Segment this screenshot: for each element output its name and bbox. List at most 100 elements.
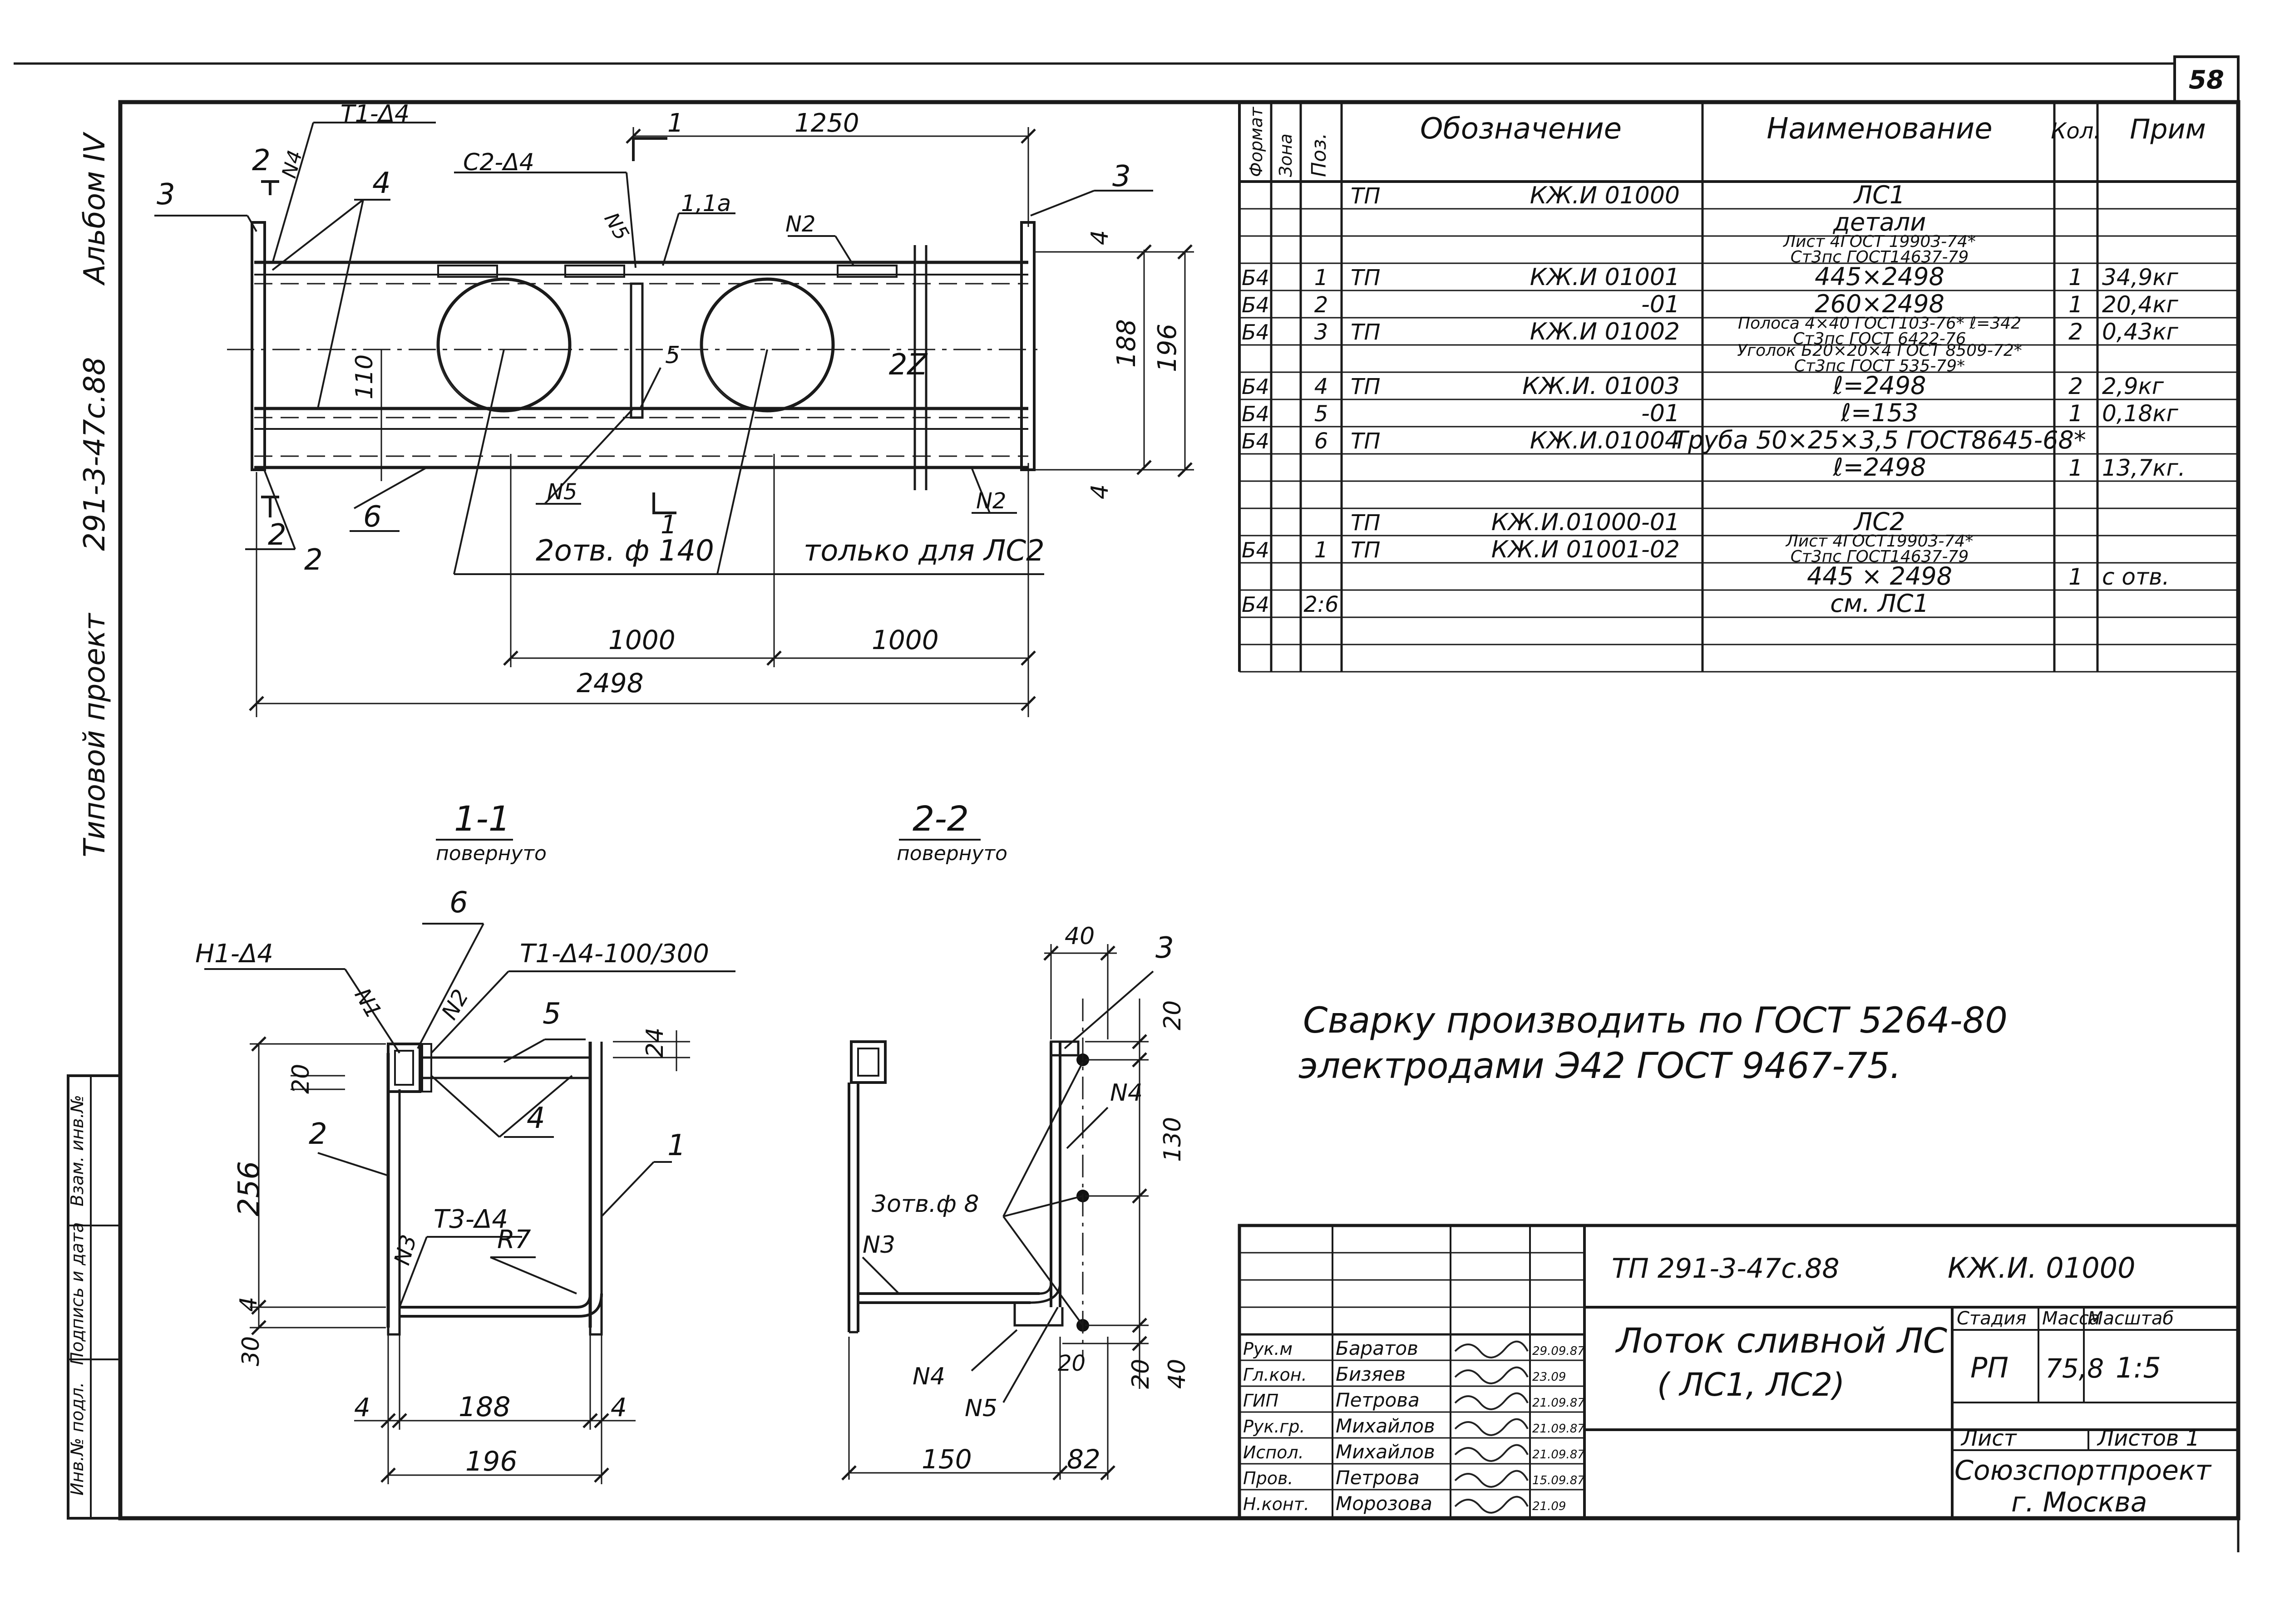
side-project-type: Типовой проект (78, 613, 112, 857)
spec-row-format: Б4 (1242, 429, 1269, 453)
spec-row-code: КЖ.И.01004 (1530, 427, 1680, 454)
spec-row-code: КЖ.И.01000-01 (1491, 509, 1680, 536)
s11-dim-4-right: 4 (611, 1393, 627, 1422)
plan-section-2-bottom: 2 (268, 518, 286, 552)
spec-row-code: КЖ.И. 01003 (1522, 373, 1680, 400)
spec-header-name: Наименование (1767, 112, 1992, 146)
album-label: Альбом IV (78, 132, 112, 286)
spec-row-name: ℓ=153 (1841, 399, 1919, 427)
spec-row-name-sub: Ст3пс ГОСТ 535-79* (1794, 357, 1965, 375)
welding-note-line2: электродами Э42 ГОСТ 9467-75. (1298, 1046, 1901, 1087)
plan-label-c2-d4: С2-Δ4 (463, 149, 534, 176)
plan-pos-6: 6 (363, 500, 382, 534)
spec-row-name: ℓ=2498 (1833, 453, 1926, 482)
signature-name: Михайлов (1336, 1441, 1435, 1463)
spec-row-name: ЛС2 (1853, 507, 1905, 536)
tb-scale-label: Масштаб (2087, 1308, 2174, 1329)
spec-row-name: Полоса 4×40 ГОСТ103-76* ℓ=342 (1738, 314, 2021, 333)
spec-row-name: см. ЛС1 (1830, 589, 1929, 618)
signature-name: Михайлов (1336, 1415, 1435, 1437)
spec-row-name: Уголок Б20×20×4 ГОСТ 8509-72* (1737, 341, 2022, 360)
signature-role: Рук.м (1243, 1339, 1293, 1359)
spec-row-format: Б4 (1242, 293, 1269, 317)
spec-row-code: КЖ.И 01001-02 (1491, 536, 1680, 563)
spec-row-note: 0,18кг (2102, 400, 2179, 427)
section-2-2-drawing (841, 944, 1154, 1481)
tb-stage-label: Стадия (1957, 1308, 2026, 1329)
spec-row-name: ЛС1 (1853, 181, 1905, 209)
spec-row-name: Труба 50×25×3,5 ГОСТ8645-68* (1673, 426, 2086, 454)
spec-row-name: 260×2498 (1815, 290, 1944, 318)
s22-dim-82: 82 (1067, 1444, 1100, 1475)
spec-row-name-sub: Ст3пс ГОСТ14637-79 (1791, 248, 1969, 266)
tb-sheet-label: Лист (1960, 1426, 2018, 1451)
s11-dim-24: 24 (642, 1028, 669, 1058)
spec-row-name: Лист 4ГОСТ19903-74* (1785, 532, 1973, 551)
s22-dim-20-top: 20 (1159, 1000, 1186, 1030)
spec-header-designation: Обозначение (1420, 112, 1622, 146)
spec-row-code: КЖ.И 01000 (1530, 182, 1680, 209)
plan-label-n2-bottom: N2 (976, 488, 1006, 514)
plan-view (154, 122, 1194, 717)
spec-row-pos: 6 (1314, 428, 1328, 454)
s11-dim-188: 188 (459, 1391, 511, 1423)
spec-row-format: Б4 (1242, 266, 1269, 290)
handwritten-signature (1454, 1470, 1529, 1488)
s11-pos-1: 1 (667, 1129, 686, 1162)
signature-name: Баратов (1336, 1337, 1418, 1359)
s11-pos-4: 4 (527, 1102, 545, 1135)
handwritten-signature (1454, 1366, 1529, 1384)
s11-dim-4: 4 (235, 1297, 262, 1312)
section-1-1-subtitle: повернуто (436, 842, 547, 865)
tb-scale: 1:5 (2116, 1351, 2161, 1384)
plan-pos-2: 2 (304, 543, 323, 577)
s22-label-holes: 3отв.ф 8 (872, 1191, 979, 1218)
plan-dim-2498: 2498 (577, 668, 644, 699)
spec-row-pos: 5 (1314, 401, 1328, 427)
spec-row-format: Б4 (1242, 592, 1269, 617)
signature-name: Морозова (1336, 1492, 1432, 1515)
spec-row-name: ℓ=2498 (1833, 371, 1926, 400)
tb-sheets-label: Листов 1 (2097, 1426, 2200, 1451)
s11-label-t1-d4-100-300: Т1-Δ4-100/300 (520, 939, 709, 969)
tb-project: ТП 291-3-47с.88 (1612, 1253, 1840, 1284)
plan-section-2-top: 2 (252, 144, 271, 177)
spec-row-name: Лист 4ГОСТ 19903-74* (1782, 232, 1976, 251)
spec-row-doc: ТП (1351, 265, 1380, 290)
plan-label-1-1a: 1,1а (681, 190, 731, 217)
tb-city: г. Москва (2011, 1486, 2147, 1518)
spec-row-format: Б4 (1242, 374, 1269, 399)
plan-dim-4-top: 4 (1086, 230, 1114, 245)
spec-row-note: с отв. (2102, 564, 2169, 590)
spec-row-format: Б4 (1242, 320, 1269, 344)
spec-row-doc: ТП (1351, 510, 1380, 536)
spec-row-pos: 2:6 (1303, 592, 1338, 617)
s11-pos-6: 6 (449, 886, 468, 920)
plan-dim-4-bottom: 4 (1086, 484, 1114, 499)
handwritten-signature (1454, 1444, 1529, 1462)
stamp-inv: Инв.№ подл. (67, 1382, 87, 1496)
plan-pos-3-right: 3 (1112, 160, 1131, 193)
spec-row-code: КЖ.И 01002 (1530, 318, 1680, 345)
signature-role: Пров. (1243, 1468, 1293, 1488)
spec-row-note: 34,9кг (2102, 264, 2179, 290)
s11-pos-5: 5 (543, 997, 561, 1031)
s22-label-n4-bottom: N4 (913, 1363, 945, 1390)
signature-date: 15.09.87 (1532, 1474, 1585, 1487)
spec-row-doc: ТП (1351, 183, 1380, 209)
spec-row-name: 445×2498 (1815, 262, 1944, 291)
spec-row-name-sub: Ст3пс ГОСТ14637-79 (1791, 547, 1969, 566)
signature-role: Испол. (1243, 1442, 1304, 1462)
signature-date: 23.09 (1532, 1370, 1566, 1384)
side-project-code: 291-3-47с.88 (78, 357, 112, 551)
plan-holes-note: 2отв. ф 140 (536, 534, 714, 568)
s22-pos-3: 3 (1155, 931, 1174, 965)
spec-row-code: -01 (1641, 291, 1680, 318)
spec-header-format: Формат (1246, 106, 1266, 177)
plan-dim-1000-a: 1000 (608, 625, 676, 655)
s11-dim-30: 30 (237, 1336, 265, 1366)
s11-label-h1-d4: Н1-Δ4 (195, 939, 273, 969)
s22-dim-130: 130 (1159, 1117, 1186, 1162)
